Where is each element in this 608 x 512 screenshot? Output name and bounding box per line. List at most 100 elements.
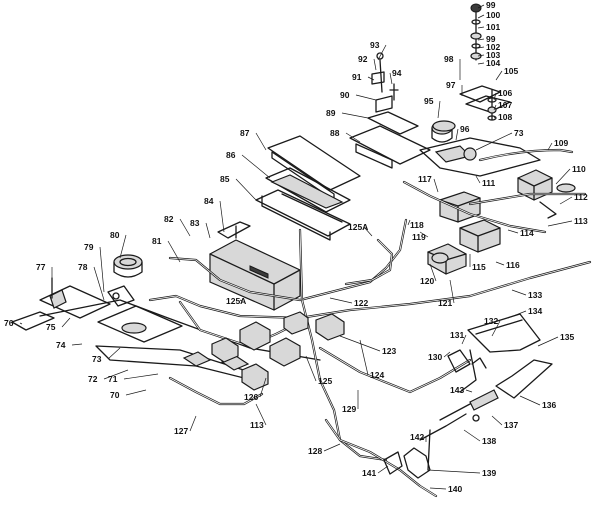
callout-leader	[239, 299, 243, 302]
callout-label: 91	[352, 72, 362, 82]
callout-leader	[255, 132, 267, 151]
callout-label: 116	[506, 260, 520, 270]
callout-label: 109	[554, 138, 568, 148]
callout-label: 124	[370, 370, 384, 380]
lower-right-bracket	[383, 313, 553, 479]
callout-leader	[123, 373, 159, 380]
callout-label: 104	[486, 58, 500, 68]
callout-leader	[119, 234, 127, 259]
callout-leader	[305, 355, 317, 382]
callout-label: 111	[482, 178, 496, 188]
callout-label: 78	[78, 262, 88, 272]
callout-label: 132	[484, 316, 498, 326]
callout-label: 122	[354, 298, 368, 308]
callout-label: 72	[88, 374, 98, 384]
callout-leader	[537, 336, 559, 347]
callout-label: 129	[342, 404, 356, 414]
callout-leader	[477, 4, 485, 9]
callout-leader	[107, 347, 121, 360]
callout-label: 99	[486, 0, 496, 10]
callout-leader	[511, 289, 527, 296]
callout-leader	[339, 335, 381, 352]
callout-leader	[61, 317, 71, 328]
callout-leader	[355, 94, 377, 101]
callout-label: 84	[204, 196, 214, 206]
callout-leader	[345, 132, 361, 143]
callout-label: 100	[486, 10, 500, 20]
callout-leader	[373, 58, 377, 71]
callout-label: 117	[418, 174, 432, 184]
callout-label: 96	[460, 124, 470, 134]
callout-leader	[559, 196, 573, 205]
callout-label: 125	[318, 376, 332, 386]
callout-label: 97	[446, 80, 456, 90]
callout-label: 86	[226, 150, 236, 160]
callout-leader	[235, 178, 257, 201]
callout-label: 82	[164, 214, 174, 224]
callout-leader	[555, 168, 571, 185]
callout-label: 121	[438, 298, 452, 308]
callout-label: 130	[428, 352, 442, 362]
callout-label: 90	[340, 90, 350, 100]
callout-label: 139	[482, 468, 496, 478]
callout-leader	[475, 132, 513, 151]
callout-label: 135	[560, 332, 574, 342]
callout-label: 123	[382, 346, 396, 356]
callout-leader	[341, 112, 369, 119]
callout-leader	[189, 415, 197, 432]
callout-leader	[493, 116, 497, 119]
callout-leader	[407, 219, 411, 226]
callout-leader	[507, 310, 527, 319]
callout-label: 105	[504, 66, 518, 76]
callout-leader	[463, 429, 481, 442]
callout-leader	[547, 142, 553, 151]
callout-leader	[323, 443, 341, 452]
callout-label: 137	[504, 420, 518, 430]
callout-label: 108	[498, 112, 512, 122]
callout-leader	[419, 231, 429, 238]
callout-leader	[99, 246, 105, 293]
callout-label: 73	[514, 128, 524, 138]
callout-label: 125A	[348, 222, 368, 232]
manifold-assembly	[349, 121, 587, 253]
callout-label: 133	[528, 290, 542, 300]
callout-leader	[359, 339, 369, 376]
callout-label: 119	[412, 232, 426, 242]
callout-label: 83	[190, 218, 200, 228]
callout-leader	[547, 220, 573, 227]
callout-leader	[241, 154, 271, 179]
callout-leader	[429, 263, 437, 282]
burner-box-assembly	[209, 135, 361, 311]
callout-leader	[477, 26, 485, 29]
callout-label: 85	[220, 174, 230, 184]
callout-label: 70	[110, 390, 120, 400]
callout-label: 95	[424, 96, 434, 106]
callout-leader	[205, 222, 211, 239]
center-valves	[211, 243, 467, 391]
callout-label: 110	[572, 164, 586, 174]
callout-leader	[477, 14, 485, 19]
callout-label: 101	[486, 22, 500, 32]
callout-label: 134	[528, 306, 542, 316]
callout-label: 76	[4, 318, 14, 328]
callout-label: 113	[574, 216, 588, 226]
callout-label: 131	[450, 330, 464, 340]
callout-leader	[389, 72, 393, 85]
callout-label: 107	[498, 100, 512, 110]
callout-label: 113	[250, 420, 264, 430]
callout-leader	[437, 100, 441, 119]
callout-label: 94	[392, 68, 402, 78]
callout-label: 71	[108, 374, 118, 384]
callout-leader	[455, 128, 459, 141]
callout-label: 92	[358, 54, 368, 64]
callout-label: 77	[36, 262, 46, 272]
callout-label: 125A	[226, 296, 246, 306]
callout-leader	[507, 229, 519, 234]
callout-leader	[477, 46, 485, 49]
callout-label: 103	[486, 50, 500, 60]
callout-label: 106	[498, 88, 512, 98]
callout-label: 118	[410, 220, 424, 230]
callout-label: 88	[330, 128, 340, 138]
callout-leader	[363, 226, 373, 237]
callout-leader	[255, 403, 267, 426]
